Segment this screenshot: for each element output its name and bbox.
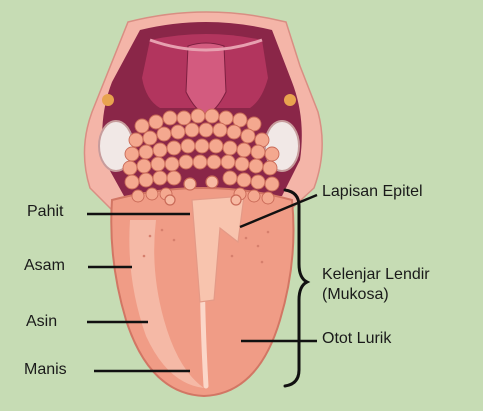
label-asin: Asin — [26, 313, 58, 330]
label-otot-lurik: Otot Lurik — [322, 330, 392, 347]
label-mukosa: (Mukosa) — [322, 286, 389, 303]
label-manis: Manis — [24, 361, 67, 378]
label-kelenjar-lendir: Kelenjar Lendir — [322, 266, 430, 283]
label-asam: Asam — [24, 257, 65, 274]
circumvallate-papillae — [164, 175, 242, 206]
leader-lapisan-epitel — [239, 193, 318, 229]
side-gland-right — [284, 94, 296, 106]
uvula — [185, 42, 227, 115]
label-lapisan-epitel: Lapisan Epitel — [322, 183, 423, 200]
surface-dots — [142, 228, 270, 264]
side-gland-left — [102, 94, 114, 106]
label-pahit: Pahit — [27, 203, 64, 220]
palate-arch-top — [149, 38, 263, 52]
tongue-highlight — [129, 220, 204, 388]
brace-bracket — [283, 188, 311, 388]
